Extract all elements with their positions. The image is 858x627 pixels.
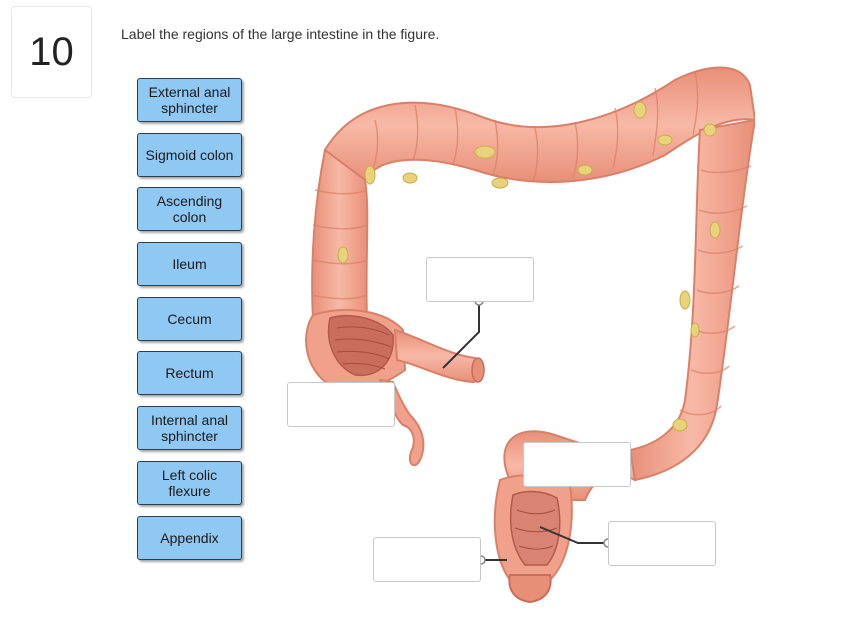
drop-target-sigmoid-region[interactable] <box>523 442 631 487</box>
anal-canal <box>508 574 552 604</box>
drop-target-anal-region[interactable] <box>373 537 481 582</box>
ascending-colon <box>311 148 369 321</box>
transverse-colon <box>323 66 755 183</box>
ileum <box>393 328 483 384</box>
haustra-ascending <box>311 189 368 300</box>
label-rectum[interactable]: Rectum <box>137 351 242 395</box>
large-intestine-illustration <box>305 66 755 604</box>
drop-target-rectum-region[interactable] <box>608 521 716 566</box>
fat-deposits <box>337 101 721 432</box>
drop-target-ileum-region[interactable] <box>426 257 534 302</box>
label-internal-anal-sphincter[interactable]: Internal anal sphincter <box>137 406 242 450</box>
label-sigmoid-colon[interactable]: Sigmoid colon <box>137 133 242 177</box>
label-ileum[interactable]: Ileum <box>137 242 242 286</box>
label-appendix[interactable]: Appendix <box>137 516 242 560</box>
label-cecum[interactable]: Cecum <box>137 297 242 341</box>
label-left-colic-flexure[interactable]: Left colic flexure <box>137 461 242 505</box>
rectum-interior <box>509 490 561 566</box>
ileum-end <box>471 357 485 383</box>
question-prompt: Label the regions of the large intestine… <box>121 26 440 42</box>
label-ascending-colon[interactable]: Ascending colon <box>137 187 242 231</box>
descending-colon <box>628 118 755 482</box>
drop-target-appendix-region[interactable] <box>287 382 395 427</box>
cecum-folds <box>334 326 392 370</box>
haustra-transverse <box>372 71 699 183</box>
question-number: 10 <box>11 6 92 98</box>
label-external-anal-sphincter[interactable]: External anal sphincter <box>137 78 242 122</box>
